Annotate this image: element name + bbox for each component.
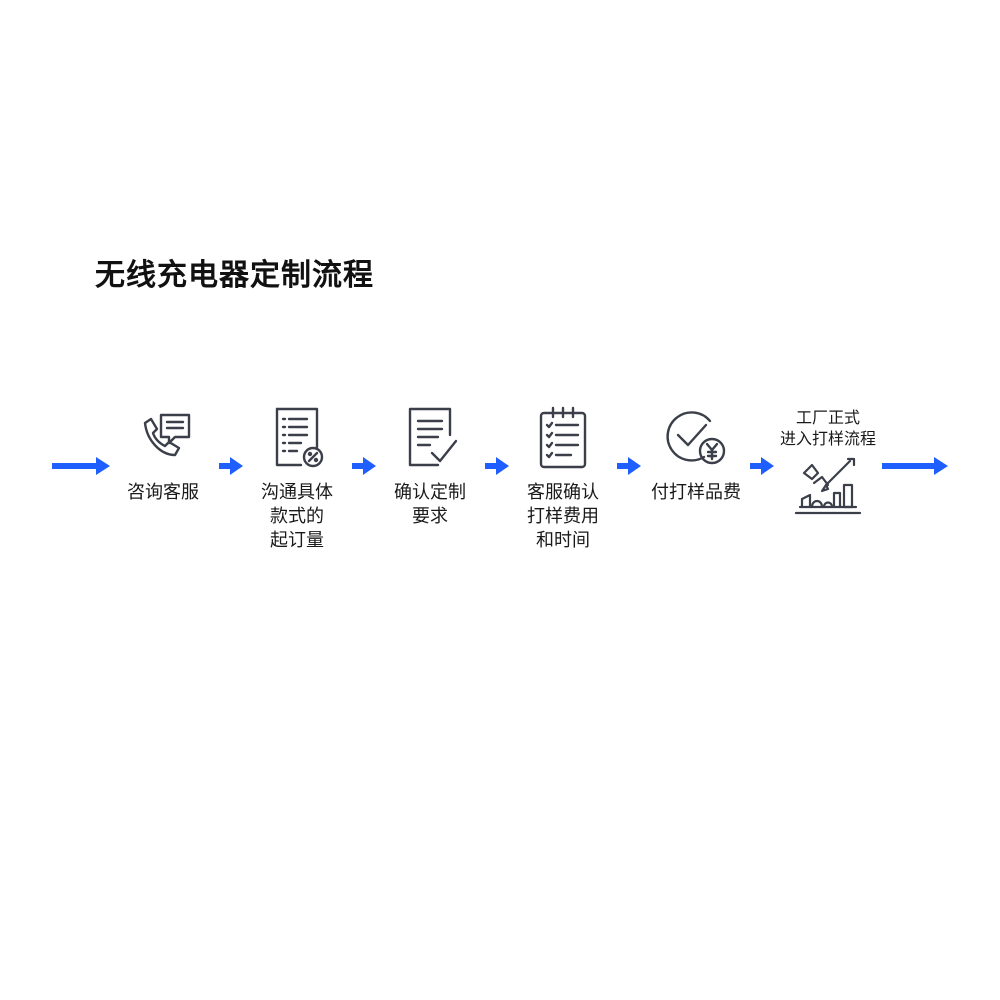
step-label-sample-fee-confirm: 客服确认 打样费用 和时间 xyxy=(527,482,599,551)
factory-crane-icon xyxy=(792,455,864,519)
step-label-discuss: 沟通具体 款式的 起订量 xyxy=(261,482,333,551)
document-check-icon xyxy=(398,405,462,469)
step-consult: 咨询客服 xyxy=(98,405,228,505)
step-discuss: 沟通具体 款式的 起订量 xyxy=(232,405,362,553)
step-label-pay-sample: 付打样品费 xyxy=(651,482,741,503)
flow-arrow-5 xyxy=(750,456,774,476)
flow-arrow-end xyxy=(882,456,948,476)
page-title: 无线充电器定制流程 xyxy=(95,258,374,293)
flow-arrow-3 xyxy=(485,456,509,476)
checklist-clipboard-icon xyxy=(531,405,595,469)
flow-arrow-2 xyxy=(352,456,376,476)
step-label-factory-sampling: 工厂正式 进入打样流程 xyxy=(779,408,876,448)
step-label-consult: 咨询客服 xyxy=(127,482,199,503)
step-factory-sampling: 工厂正式 进入打样流程 xyxy=(763,408,893,519)
step-sample-fee-confirm: 客服确认 打样费用 和时间 xyxy=(498,405,628,553)
check-yen-icon xyxy=(664,405,728,469)
flow-arrow-4 xyxy=(617,456,641,476)
phone-chat-icon xyxy=(131,405,195,469)
step-label-confirm: 确认定制 要求 xyxy=(394,482,466,527)
document-discount-icon xyxy=(265,405,329,469)
step-pay-sample: 付打样品费 xyxy=(631,405,761,505)
step-confirm: 确认定制 要求 xyxy=(365,405,495,529)
flow-arrow-start xyxy=(52,456,110,476)
flow-arrow-1 xyxy=(219,456,243,476)
